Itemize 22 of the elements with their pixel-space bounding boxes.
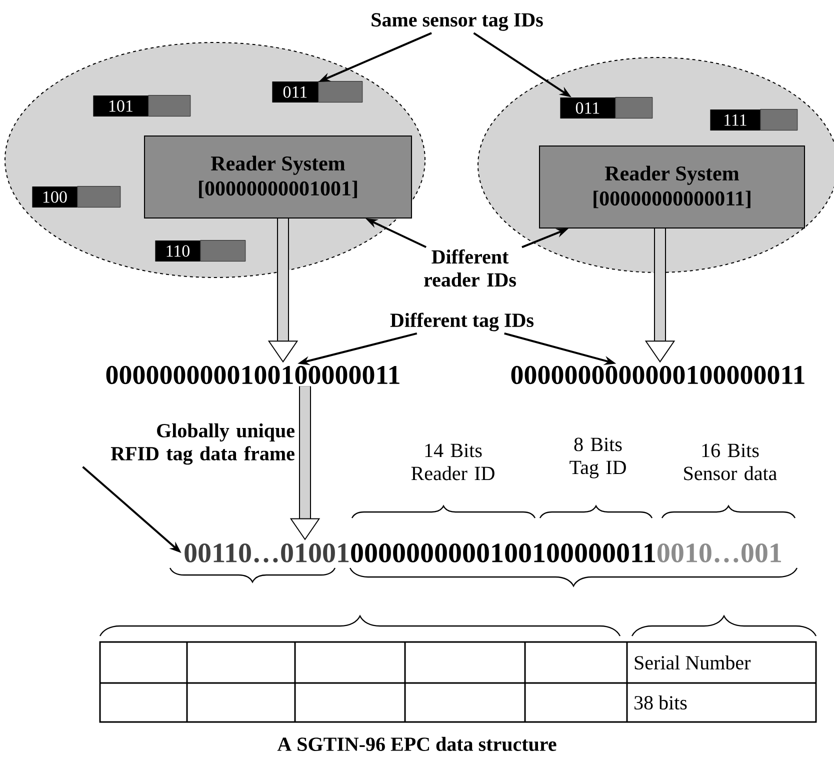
node-label: 110 xyxy=(166,245,190,257)
sensor-tag: 011 xyxy=(560,97,653,118)
annotation-text: Same sensor tag IDs xyxy=(372,13,543,31)
sensor-tag: 100 xyxy=(32,186,121,208)
annotation-text: Different tag IDs xyxy=(390,312,534,332)
sensor-tag: 011 xyxy=(272,81,363,102)
caption: A SGTIN-96 EPC data structure xyxy=(277,736,556,752)
reader-box: Reader System [00000000000011] xyxy=(539,146,805,228)
annotation-text: Globally unique RFID tag data frame xyxy=(110,423,294,465)
reader-box: Reader System [00000000001001] xyxy=(144,136,412,218)
bit-string: 00110…0100100000000001001000000110010…001 xyxy=(184,544,781,562)
sensor-tag: 111 xyxy=(710,109,798,130)
sensor-tag: 110 xyxy=(155,240,246,262)
sensor-tag: 101 xyxy=(93,95,191,116)
table-cell-text: 38 bits xyxy=(634,695,687,710)
field-label: 16 Bits Sensor data xyxy=(684,444,777,480)
annotation-text: Different reader IDs xyxy=(424,249,516,287)
bit-string: 0000000000000100000011 xyxy=(511,366,804,384)
table-cell-text: Serial Number xyxy=(634,655,751,670)
bit-string: 0000000000100100000011 xyxy=(106,366,400,384)
field-label: 14 Bits Reader ID xyxy=(411,444,494,480)
field-label: 8 Bits Tag ID xyxy=(570,438,626,478)
